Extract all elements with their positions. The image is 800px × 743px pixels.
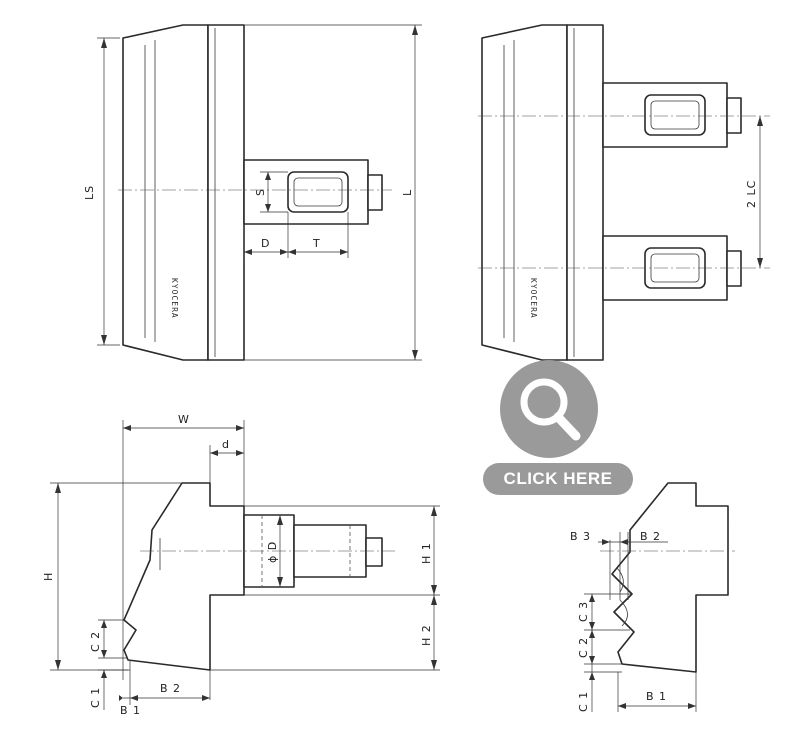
double-shank-view: KYOCERA 2 LC (478, 24, 770, 361)
dim-d: D (261, 237, 270, 250)
dim-w: W (178, 413, 190, 426)
zoom-badge[interactable] (500, 360, 598, 458)
dim-2lc: 2 LC (745, 180, 758, 208)
click-here-button[interactable]: CLICK HERE (483, 463, 633, 495)
dim-c3-profile: C 3 (577, 601, 590, 622)
dim-h1: H 1 (420, 542, 433, 564)
front-view: KYOCERA LS L S (83, 24, 422, 361)
dim-b2-profile: B 2 (640, 530, 661, 543)
dim-b1: B 1 (120, 704, 141, 717)
side-view: W d H H 1 H 2 ϕ D C 2 (42, 413, 440, 717)
dim-c1: C 1 (89, 687, 102, 708)
dim-phi-d: ϕ D (266, 541, 279, 563)
dim-h2: H 2 (420, 624, 433, 646)
dim-ls: LS (83, 185, 96, 200)
magnifier-icon (520, 378, 581, 441)
profile-view: B 3 B 2 C 3 C 2 C 1 B 1 (570, 482, 735, 712)
dim-b3-profile: B 3 (570, 530, 591, 543)
brand-label-2: KYOCERA (529, 278, 538, 319)
brand-label: KYOCERA (170, 278, 179, 319)
dim-c2: C 2 (89, 631, 102, 652)
dim-b1-profile: B 1 (646, 690, 667, 703)
dim-c2-profile: C 2 (577, 637, 590, 658)
dim-b2: B 2 (160, 682, 181, 695)
dim-t: T (312, 237, 321, 250)
dim-h: H (42, 572, 55, 581)
dim-l: L (401, 189, 414, 196)
dim-s: S (254, 188, 267, 196)
dim-d-small: d (222, 438, 230, 451)
dim-c1-profile: C 1 (577, 691, 590, 712)
